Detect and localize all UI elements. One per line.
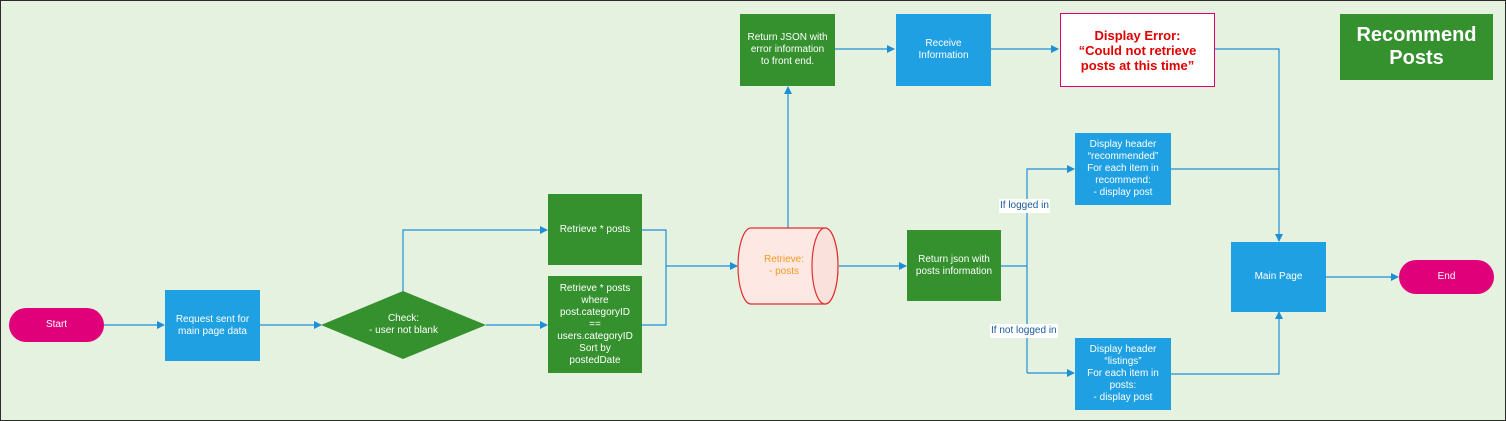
display-listings-process: Display header “listings” For each item … — [1075, 338, 1171, 410]
database-label: Retrieve: - posts — [763, 254, 804, 277]
arrow-display-error-to-main — [1215, 48, 1283, 242]
arrow-split-to-recommended — [1026, 165, 1075, 373]
end-terminator: End — [1399, 260, 1494, 294]
arrow-check-to-retrieve-all — [402, 226, 548, 291]
return-posts-process: Return json with posts information — [907, 230, 1001, 301]
start-terminator: Start — [9, 308, 104, 342]
database-cylinder — [737, 227, 839, 305]
edge-label-logged-in: If logged in — [999, 199, 1050, 213]
display-recommended-process: Display header “recommended” For each it… — [1075, 133, 1171, 205]
return-error-process: Return JSON with error information to fr… — [740, 14, 835, 86]
request-process: Request sent for main page data — [165, 290, 260, 361]
diagram-title: Recommend Posts — [1340, 14, 1493, 80]
check-decision-label: Check: - user not blank — [369, 313, 438, 336]
decision-diamond — [321, 291, 486, 359]
arrow-listings-to-main — [1171, 311, 1283, 375]
arrow-retrieve-all-merge — [642, 229, 667, 326]
display-error-box: Display Error: “Could not retrieve posts… — [1060, 13, 1215, 87]
edge-label-not-logged-in: If not logged in — [990, 324, 1058, 338]
retrieve-where-process: Retrieve * posts where post.categoryID =… — [548, 276, 642, 373]
main-page-process: Main Page — [1231, 242, 1326, 312]
receive-information-process: Receive Information — [896, 14, 991, 86]
retrieve-all-process: Retrieve * posts — [548, 194, 642, 265]
